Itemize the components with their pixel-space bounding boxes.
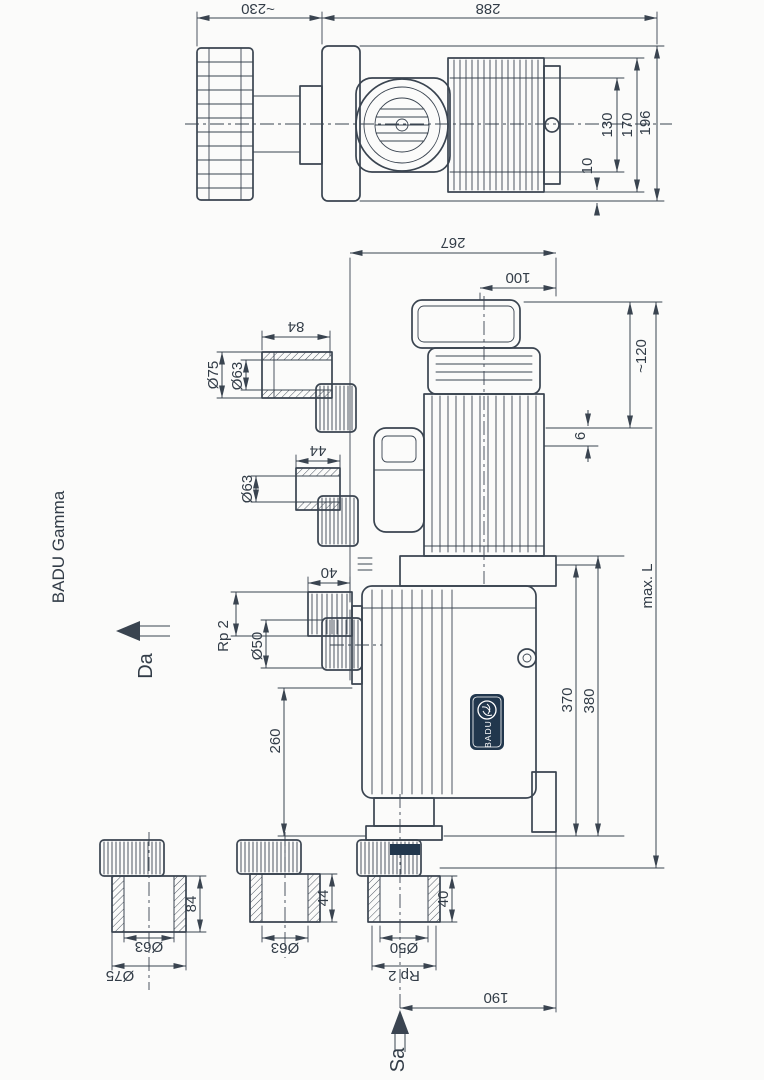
dim-motor-gap: 6 — [572, 432, 589, 440]
fan-grill — [374, 108, 430, 142]
dim-fitting3-length: 40 — [321, 564, 338, 581]
pump-ribs — [371, 589, 453, 795]
discharge-arrow-icon — [116, 621, 140, 641]
dim-fan-cowl: 130 — [599, 112, 616, 137]
discharge-marker: Da — [116, 621, 170, 679]
dim-bfitting3-inner-dia: Ø50 — [390, 939, 418, 956]
bottom-fitting-3: 40 Ø50 Rp 2 — [356, 794, 458, 1008]
logo-brand-text: BADU — [483, 720, 493, 748]
side-fitting-1: 84 Ø75 Ø63 — [205, 318, 357, 433]
fan-cowl — [355, 77, 451, 173]
dim-fitting3-thread: Rp 2 — [215, 620, 232, 652]
thread-lines — [311, 593, 348, 635]
motor-fins-top — [453, 59, 539, 191]
vent-marks — [357, 557, 373, 571]
motor-top — [447, 57, 561, 193]
union-nut — [315, 383, 357, 433]
suction-label: Sa — [387, 1047, 409, 1072]
side-view: BADU — [330, 296, 557, 841]
dim-fitting1-length: 84 — [288, 318, 305, 335]
dim-fitting1-outer-dia: Ø75 — [205, 361, 222, 389]
union-nut — [317, 495, 359, 547]
bottom-fitting-2: 44 Ø63 — [236, 832, 338, 958]
cable-gland — [544, 117, 560, 133]
dim-fitting2-inner-dia: Ø63 — [239, 475, 256, 503]
dim-fitting2-length: 44 — [310, 442, 327, 459]
discharge-label: Da — [135, 652, 157, 678]
top-view-dimensions: ~230 288 196 170 130 10 — [196, 0, 665, 216]
brand-plate: BADU — [470, 694, 504, 750]
bottom-fitting-1: 84 Ø63 Ø75 — [99, 832, 207, 990]
suction-stub — [365, 797, 443, 841]
dim-casing-height: 370 — [559, 687, 576, 712]
side-fitting-3: 40 Rp 2 Ø50 — [215, 564, 363, 671]
dim-overall-width: 267 — [440, 234, 465, 251]
dim-max-length: max. L — [639, 563, 656, 608]
dim-bfitting1-outer-dia: Ø75 — [106, 967, 134, 984]
product-label: BADU Gamma — [49, 490, 68, 603]
dim-overall-height: 380 — [581, 688, 598, 713]
motor-fins-side — [431, 395, 537, 553]
dim-suction-offset: 190 — [483, 989, 508, 1006]
dim-strainer-width: ~230 — [241, 0, 275, 17]
dim-bfitting1-length: 84 — [183, 896, 200, 913]
pump-casing-top — [321, 45, 361, 202]
dim-bfitting3-length: 40 — [435, 891, 452, 908]
drain-plug — [517, 648, 537, 668]
dim-top-height: ~120 — [633, 339, 650, 373]
side-fitting-2: 44 Ø63 — [239, 442, 359, 547]
suction-arrow-icon — [391, 1010, 409, 1034]
dim-axis-offset: 10 — [579, 158, 596, 175]
dim-bfitting2-length: 44 — [315, 890, 332, 907]
dim-bfitting3-thread: Rp 2 — [388, 967, 420, 984]
dim-fitting1-inner-dia: Ø63 — [229, 362, 246, 390]
dim-port-height: 260 — [267, 728, 284, 753]
pump-body — [349, 585, 557, 833]
suction-marker: Sa — [387, 1010, 409, 1072]
top-view — [185, 45, 672, 202]
dim-casing-diameter: 196 — [637, 110, 654, 135]
dim-body-length: 288 — [475, 0, 500, 17]
side-view-dimensions: 267 100 ~120 6 max. L 370 380 260 190 — [267, 234, 665, 1013]
terminal-box — [411, 299, 521, 349]
capacitor-box — [373, 427, 425, 533]
dim-bfitting2-inner-dia: Ø63 — [271, 939, 299, 956]
dim-motor-height: 170 — [619, 112, 636, 137]
dim-terminal-box-offset: 100 — [505, 269, 530, 286]
dim-bfitting1-inner-dia: Ø63 — [135, 938, 163, 955]
logo-impeller-icon — [477, 700, 497, 720]
seal-band — [390, 844, 420, 855]
union-nut — [321, 617, 363, 671]
dim-fitting3-inner-dia: Ø50 — [249, 632, 266, 660]
pump-foot — [531, 771, 557, 833]
motor-flange — [399, 555, 557, 587]
